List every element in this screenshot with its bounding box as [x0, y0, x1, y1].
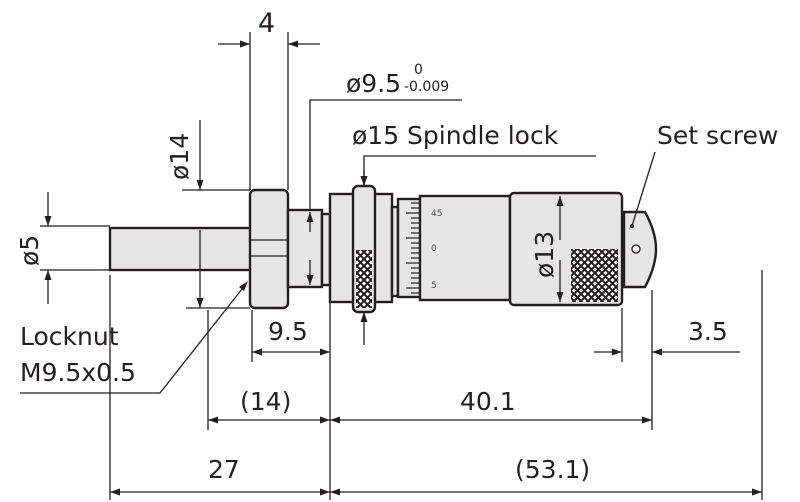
dim-spindle-dia: ø5: [15, 235, 44, 266]
dim-spindle-len: 27: [208, 455, 240, 484]
dim-body-len: 40.1: [460, 387, 516, 416]
thimble: 45 0 5: [396, 194, 512, 302]
dim-cap-len: 3.5: [688, 317, 728, 346]
locknut-thread: M9.5x0.5: [20, 358, 136, 387]
spindle-lock: [328, 184, 400, 314]
dim-sleeve-tol-upper: 0: [414, 62, 423, 78]
spindle: [108, 226, 254, 272]
dim-sleeve-tol-lower: -0.009: [404, 79, 449, 95]
dim-mount-len: (14): [240, 387, 291, 416]
scale-label-0: 0: [431, 244, 437, 254]
scale-label-45: 45: [431, 209, 442, 219]
dim-thimble-dia: ø13: [530, 231, 559, 278]
ratchet: [508, 191, 658, 307]
scale-label-5: 5: [431, 281, 437, 291]
dim-set-screw: Set screw: [657, 121, 778, 150]
dim-sleeve-len: 9.5: [268, 317, 308, 346]
locknut-label: Locknut: [20, 322, 119, 351]
locknut: [248, 188, 290, 310]
dim-locknut-dia: ø14: [165, 133, 194, 180]
dim-locknut-width: 4: [258, 8, 275, 39]
dim-sleeve-dia: ø9.5: [346, 69, 401, 98]
dim-total-len: (53.1): [515, 455, 590, 484]
dim-spindle-lock: ø15 Spindle lock: [352, 121, 559, 150]
sleeve: [286, 208, 332, 289]
